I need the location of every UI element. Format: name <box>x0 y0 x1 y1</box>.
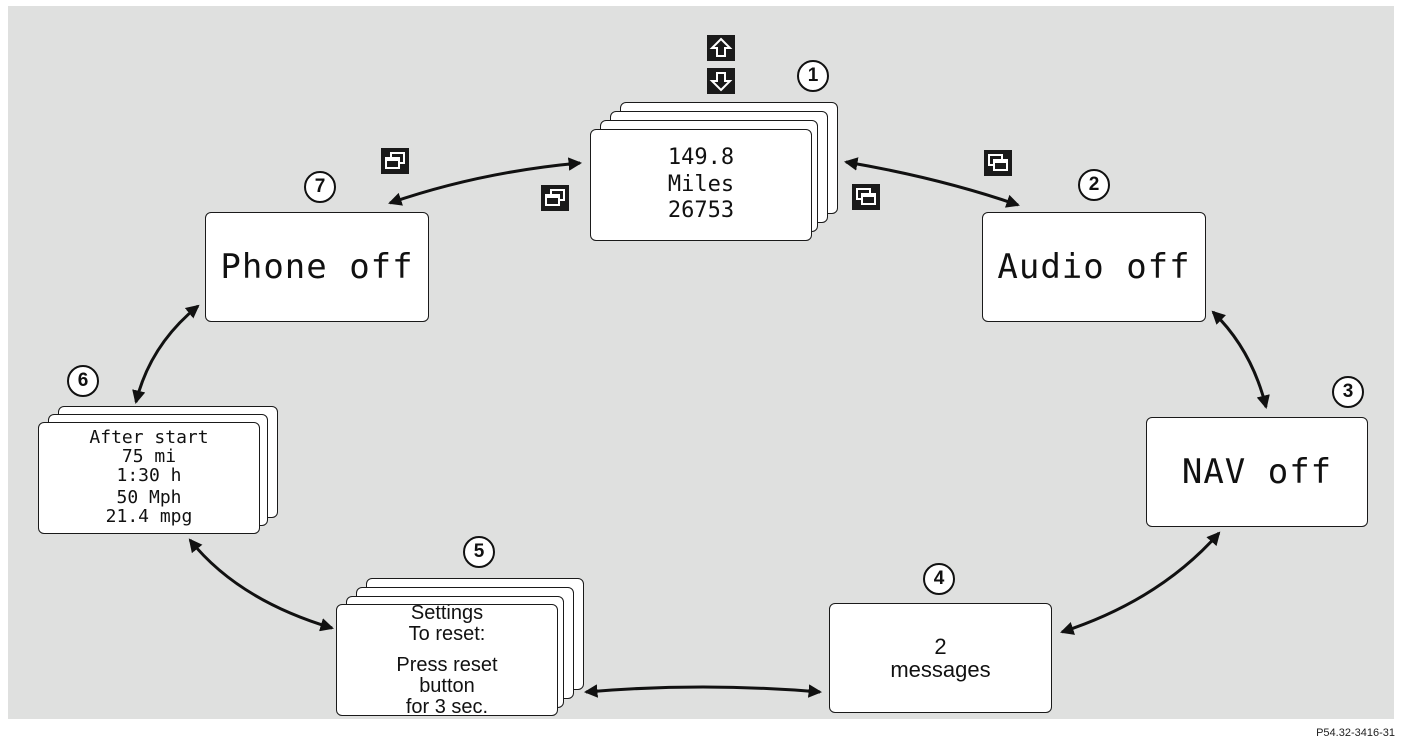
after-start-consumption: 21.4 mpg <box>105 506 193 528</box>
step-number-2: 2 <box>1078 169 1110 201</box>
figure-code: P54.32-3416-31 <box>1316 727 1395 739</box>
previous-page-icon <box>381 148 409 174</box>
distance-unit: Miles <box>667 171 735 197</box>
arrow-up-icon <box>707 35 735 61</box>
after-start-title: After start <box>89 426 209 448</box>
screen-settings-reset: Settings To reset: Press reset button fo… <box>336 601 558 718</box>
audio-status: Audio off <box>997 247 1191 287</box>
next-page-icon <box>852 184 880 210</box>
step-number-6: 6 <box>67 365 99 397</box>
arrow-4-5 <box>583 684 823 698</box>
arrow-5-6 <box>188 538 334 632</box>
trip-distance: 149.8 <box>667 144 735 170</box>
step-number-4: 4 <box>923 563 955 595</box>
arrow-6-7 <box>132 304 200 404</box>
arrow-1-2 <box>844 157 1020 208</box>
after-start-speed: 50 Mph <box>116 487 182 509</box>
reset-instruction-2: button <box>419 674 475 697</box>
reset-label: To reset: <box>408 622 486 645</box>
arrow-7-1 <box>388 157 583 206</box>
arrow-3-4 <box>1060 531 1221 635</box>
reset-instruction-1: Press reset <box>396 653 498 676</box>
arrow-2-3 <box>1211 310 1270 409</box>
previous-page-icon <box>541 185 569 211</box>
screen-navigation: NAV off <box>1146 417 1368 527</box>
step-number-7: 7 <box>304 171 336 203</box>
message-count: 2 <box>934 633 947 659</box>
after-start-time: 1:30 h <box>116 464 182 486</box>
arrow-down-icon <box>707 68 735 94</box>
odometer-value: 26753 <box>667 198 735 224</box>
next-page-icon <box>984 150 1012 176</box>
step-number-3: 3 <box>1332 376 1364 408</box>
screen-trip-odometer: 149.8 Miles 26753 <box>590 129 812 241</box>
phone-status: Phone off <box>220 247 414 287</box>
step-number-1: 1 <box>797 60 829 92</box>
screen-messages: 2 messages <box>829 603 1052 713</box>
nav-status: NAV off <box>1181 452 1333 492</box>
message-label: messages <box>890 657 991 682</box>
after-start-distance: 75 mi <box>121 445 177 467</box>
screen-after-start: After start 75 mi 1:30 h 50 Mph 21.4 mpg <box>38 422 260 534</box>
reset-instruction-3: for 3 sec. <box>405 695 489 718</box>
step-number-5: 5 <box>463 536 495 568</box>
settings-title: Settings <box>410 601 484 624</box>
screen-phone: Phone off <box>205 212 429 322</box>
screen-audio: Audio off <box>982 212 1206 322</box>
